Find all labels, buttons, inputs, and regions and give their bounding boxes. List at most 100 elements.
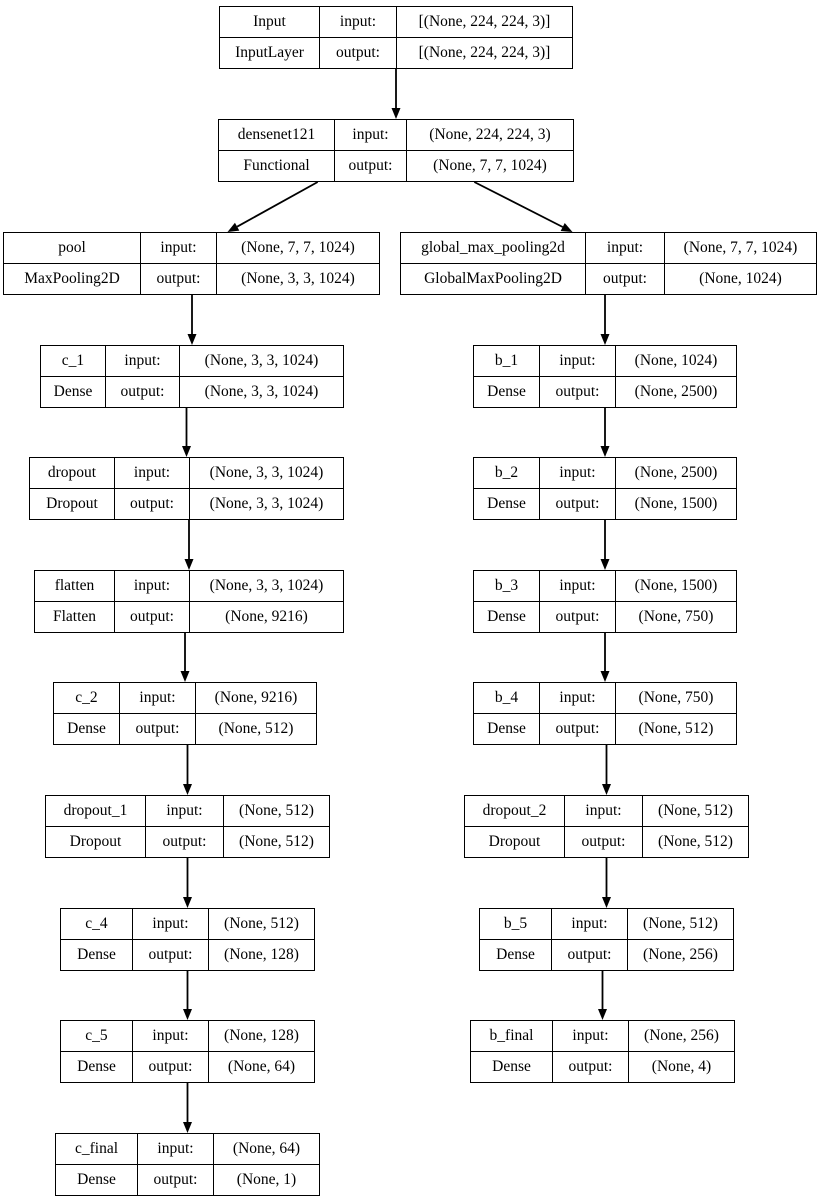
input-shape: (None, 7, 7, 1024) bbox=[683, 239, 798, 257]
output-shape: (None, 3, 3, 1024) bbox=[209, 495, 324, 513]
input-label: input: bbox=[138, 1134, 214, 1164]
edge-densenet121-to-global_max_pooling2d bbox=[473, 181, 564, 228]
layer-class: Dense bbox=[474, 377, 540, 407]
layer-name: b_1 bbox=[474, 346, 540, 376]
output-label: output: bbox=[553, 1052, 629, 1082]
layer-name: b_3 bbox=[474, 571, 540, 601]
input-label: input: bbox=[133, 909, 209, 939]
layer-class: Dense bbox=[474, 489, 540, 519]
layer-class: Functional bbox=[219, 151, 335, 181]
arrowhead-b_5-to-b_final bbox=[598, 1009, 607, 1020]
input-shape: (None, 3, 3, 1024) bbox=[209, 464, 324, 482]
layer-class: Dense bbox=[54, 714, 120, 744]
arrowhead-dropout-to-flatten bbox=[184, 559, 194, 570]
output-shape: (None, 512) bbox=[239, 833, 314, 851]
output-shape: (None, 2500) bbox=[634, 383, 718, 401]
layer-name: dropout_2 bbox=[465, 796, 565, 826]
layer-name: global_max_pooling2d bbox=[401, 233, 586, 263]
layer-name: c_1 bbox=[41, 346, 106, 376]
layer-name: b_4 bbox=[474, 683, 540, 713]
output-label: output: bbox=[115, 602, 190, 632]
layer-class: Flatten bbox=[35, 602, 115, 632]
layer-class: Dropout bbox=[46, 827, 146, 857]
output-shape: (None, 7, 7, 1024) bbox=[433, 157, 547, 175]
output-shape: (None, 1024) bbox=[699, 270, 782, 288]
arrowhead-b_2-to-b_3 bbox=[600, 559, 610, 570]
arrowhead-b_4-to-dropout_2 bbox=[602, 784, 611, 795]
layer-name: dropout_1 bbox=[46, 796, 146, 826]
layer-name: b_5 bbox=[480, 909, 552, 939]
input-label: input: bbox=[540, 683, 616, 713]
layer-class: Dense bbox=[480, 940, 552, 970]
input-label: input: bbox=[540, 571, 616, 601]
layer-class: Dense bbox=[471, 1052, 553, 1082]
input-shape: (None, 3, 3, 1024) bbox=[204, 352, 319, 370]
layer-class: Dense bbox=[61, 1052, 133, 1082]
input-label: input: bbox=[115, 458, 190, 488]
input-shape: [(None, 224, 224, 3)] bbox=[418, 13, 551, 31]
arrowhead-global_max_pooling2d-to-b_1 bbox=[600, 334, 610, 345]
output-shape: (None, 1) bbox=[236, 1171, 297, 1189]
output-label: output: bbox=[586, 264, 665, 294]
input-shape: (None, 1024) bbox=[634, 352, 718, 370]
output-shape: (None, 9216) bbox=[225, 608, 308, 626]
output-label: output: bbox=[552, 940, 628, 970]
layer-name: flatten bbox=[35, 571, 115, 601]
output-label: output: bbox=[540, 714, 616, 744]
input-shape: (None, 2500) bbox=[634, 464, 718, 482]
input-label: input: bbox=[120, 683, 196, 713]
output-shape: (None, 3, 3, 1024) bbox=[241, 270, 355, 288]
layer-class: Dense bbox=[474, 714, 540, 744]
layer-class: Dropout bbox=[30, 489, 115, 519]
arrowhead-flatten-to-c_2 bbox=[180, 671, 190, 682]
layer-name: b_2 bbox=[474, 458, 540, 488]
layer-name: densenet121 bbox=[219, 120, 335, 150]
input-shape: (None, 3, 3, 1024) bbox=[209, 577, 324, 595]
input-label: input: bbox=[552, 909, 628, 939]
input-shape: (None, 512) bbox=[239, 802, 314, 820]
layer-name: b_final bbox=[471, 1021, 553, 1051]
output-shape: (None, 4) bbox=[651, 1058, 712, 1076]
